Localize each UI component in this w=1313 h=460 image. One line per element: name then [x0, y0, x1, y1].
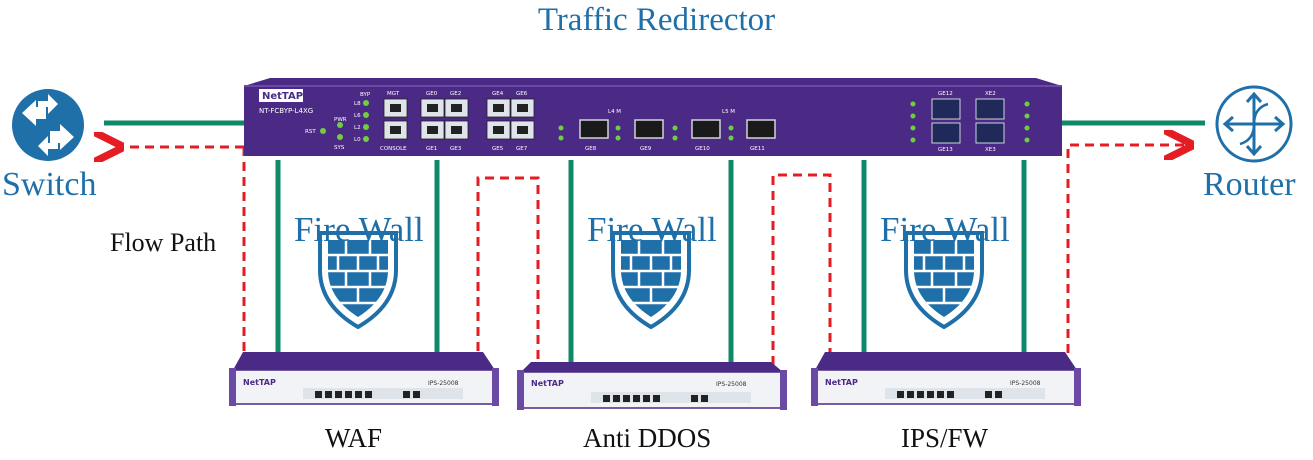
svg-text:IPS-25008: IPS-25008 [1010, 380, 1041, 387]
svg-text:RST: RST [305, 129, 316, 135]
appliance-ips-fw: NetTAP IPS-25008 [811, 352, 1081, 406]
device-label-waf: WAF [325, 423, 383, 453]
svg-text:GE4: GE4 [492, 91, 504, 97]
device-label-anti-ddos: Anti DDOS [583, 423, 712, 453]
svg-text:L2: L2 [354, 125, 361, 131]
svg-text:IPS-25008: IPS-25008 [716, 381, 747, 388]
chassis-brand: NetTAP [262, 91, 303, 102]
svg-text:NetTAP: NetTAP [825, 378, 858, 387]
green-links [104, 120, 1205, 362]
traffic-redirector-chassis: NetTAP NT-FCBYP-L4XG RST PWR SYS BYP L8L… [244, 78, 1062, 156]
svg-text:CONSOLE: CONSOLE [380, 146, 407, 152]
switch-label: Switch [2, 166, 97, 203]
svg-text:BYP: BYP [360, 92, 371, 98]
svg-text:GE1: GE1 [426, 146, 437, 152]
svg-text:XE2: XE2 [985, 91, 996, 97]
appliance-anti-ddos: NetTAP IPS-25008 [517, 362, 787, 410]
shield-icon-1 [318, 231, 398, 330]
svg-text:L8: L8 [354, 101, 361, 107]
svg-text:GE6: GE6 [516, 91, 528, 97]
svg-text:GE7: GE7 [516, 146, 528, 152]
svg-text:XE3: XE3 [985, 147, 996, 153]
router-icon [1215, 85, 1293, 163]
svg-text:GE9: GE9 [640, 146, 652, 152]
firewall-label-3: Fire Wall [880, 210, 1010, 249]
device-label-ips-fw: IPS/FW [901, 423, 989, 453]
appliance-waf: NetTAP IPS-25008 [229, 352, 499, 406]
switch-icon [12, 89, 84, 161]
svg-text:GE0: GE0 [426, 91, 438, 97]
svg-text:SYS: SYS [334, 145, 345, 151]
diagram-title: Traffic Redirector [537, 2, 776, 38]
svg-text:L6: L6 [354, 113, 361, 119]
svg-text:GE8: GE8 [585, 146, 597, 152]
router-label: Router [1203, 166, 1296, 203]
flow-path-label: Flow Path [110, 228, 217, 257]
svg-text:GE5: GE5 [492, 146, 504, 152]
svg-text:L4 M: L4 M [608, 109, 621, 115]
svg-text:GE10: GE10 [695, 146, 710, 152]
chassis-model: NT-FCBYP-L4XG [259, 107, 313, 115]
shield-icon-2 [611, 231, 691, 330]
svg-text:GE3: GE3 [450, 146, 462, 152]
svg-text:GE11: GE11 [750, 146, 765, 152]
svg-text:L5 M: L5 M [722, 109, 735, 115]
svg-text:GE2: GE2 [450, 91, 461, 97]
shield-icon-3 [904, 231, 984, 330]
firewall-label-2: Fire Wall [587, 210, 717, 249]
firewall-label-1: Fire Wall [294, 210, 424, 249]
svg-text:NetTAP: NetTAP [531, 379, 564, 388]
svg-text:L0: L0 [354, 137, 361, 143]
svg-text:GE12: GE12 [938, 91, 953, 97]
chassis-brand-badge [259, 89, 303, 102]
svg-text:MGT: MGT [387, 91, 400, 97]
svg-text:NetTAP: NetTAP [243, 378, 276, 387]
svg-text:GE13: GE13 [938, 147, 953, 153]
svg-text:IPS-25008: IPS-25008 [428, 380, 459, 387]
svg-text:PWR: PWR [334, 117, 347, 123]
